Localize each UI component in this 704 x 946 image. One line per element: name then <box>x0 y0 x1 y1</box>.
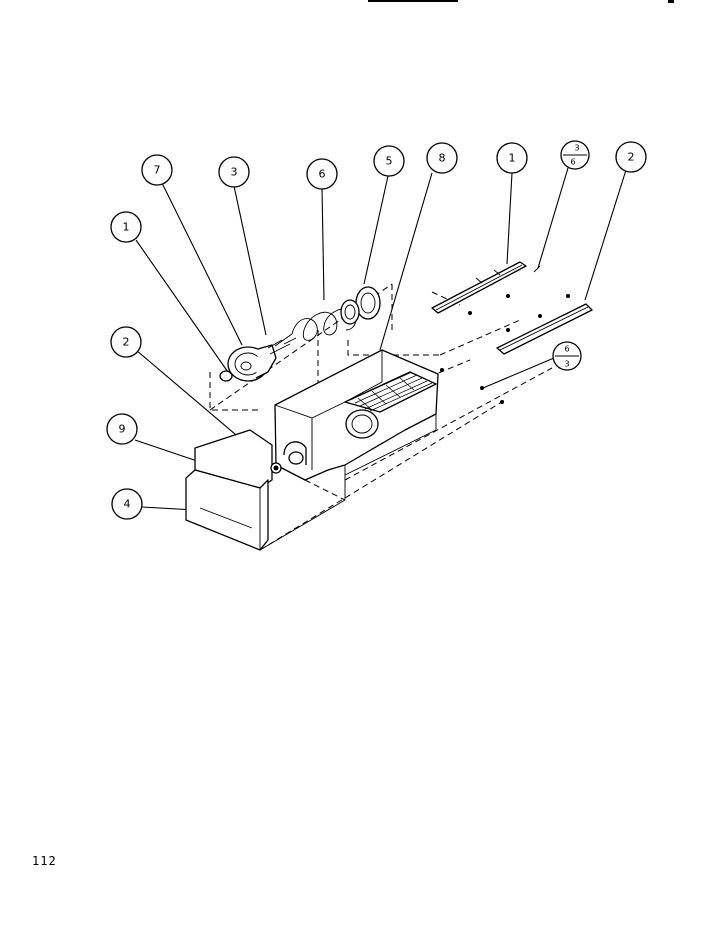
svg-text:2: 2 <box>123 336 130 349</box>
callout-5: 5 <box>373 145 405 177</box>
callout-2-left: 2 <box>110 326 142 358</box>
callout-3-over-6: 3 6 <box>560 140 590 170</box>
leader-5 <box>363 175 389 285</box>
leader-3a <box>233 185 267 336</box>
callout-2-top: 2 <box>615 141 647 173</box>
front-door-assembly <box>185 429 346 551</box>
leader-6 <box>321 187 325 301</box>
leader-8 <box>379 172 433 351</box>
top-rule <box>368 0 458 2</box>
callout-8: 8 <box>426 142 458 174</box>
callout-3: 3 <box>218 156 250 188</box>
svg-text:5: 5 <box>386 155 393 168</box>
leader-2a <box>584 169 627 301</box>
svg-text:1: 1 <box>509 152 516 165</box>
svg-text:3: 3 <box>231 166 238 179</box>
callout-4: 4 <box>111 488 143 520</box>
callout-7: 7 <box>141 154 173 186</box>
top-mark <box>668 0 674 3</box>
callout-9: 9 <box>106 413 138 445</box>
grate-hatching <box>349 371 433 412</box>
svg-text:6: 6 <box>564 345 569 354</box>
callout-1-top: 1 <box>496 142 528 174</box>
leader-9 <box>134 439 201 463</box>
motor-assembly <box>219 339 291 382</box>
page-number: 112 <box>32 854 57 868</box>
svg-text:7: 7 <box>154 164 161 177</box>
svg-text:3: 3 <box>564 360 569 369</box>
svg-text:2: 2 <box>628 151 635 164</box>
leader-1b <box>135 239 231 376</box>
svg-text:1: 1 <box>123 221 130 234</box>
svg-text:3: 3 <box>574 144 579 153</box>
svg-text:6: 6 <box>319 168 326 181</box>
svg-text:9: 9 <box>119 423 126 436</box>
callout-1-left: 1 <box>110 211 142 243</box>
leader-7 <box>161 182 243 346</box>
leader-1a <box>506 172 513 265</box>
callout-6-over-3: 6 3 <box>552 341 582 371</box>
svg-text:6: 6 <box>570 158 575 167</box>
leader-3over6 <box>537 167 569 269</box>
bearing <box>340 286 381 325</box>
svg-text:8: 8 <box>439 152 446 165</box>
slide-rails <box>431 261 593 404</box>
leader-6over3 <box>482 357 555 389</box>
svg-text:4: 4 <box>124 498 131 511</box>
callout-6: 6 <box>306 158 338 190</box>
ice-bucket-housing <box>274 349 439 500</box>
